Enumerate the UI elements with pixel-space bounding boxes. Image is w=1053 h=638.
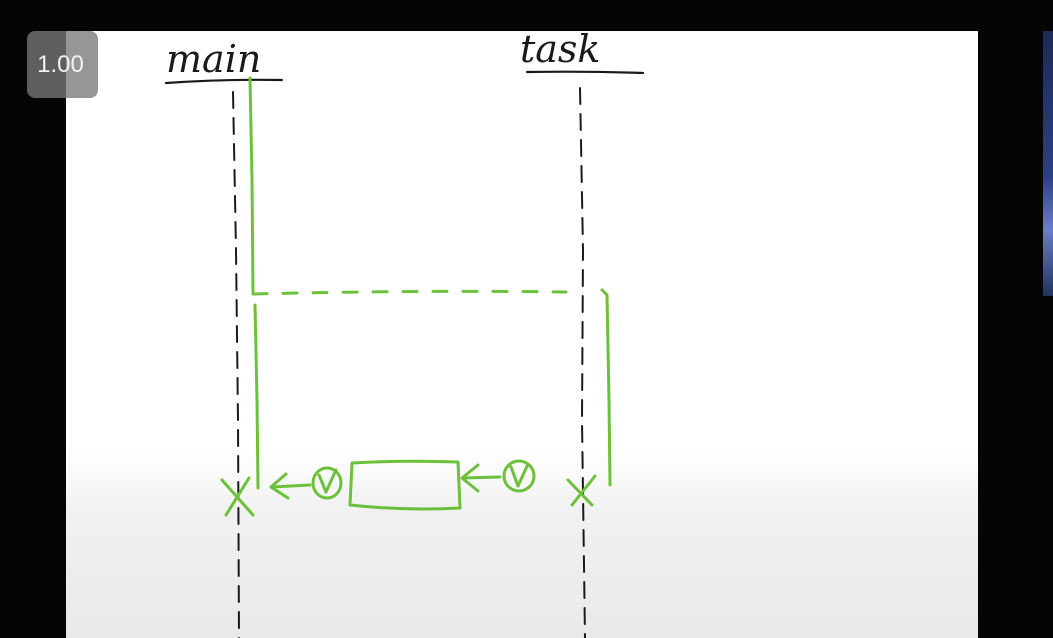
main-activation-bar-top: [248, 76, 255, 294]
task-lifeline: [579, 87, 586, 638]
lifeline-label-main: main: [166, 37, 261, 81]
spawn-message-dashed: [251, 289, 568, 296]
task-label-underline: [525, 70, 645, 75]
playback-speed-badge[interactable]: 1.00: [27, 31, 98, 98]
x-mark-icon: [566, 474, 597, 507]
rectangle-box-icon: [348, 459, 462, 511]
main-activation-bar-bottom: [253, 303, 260, 490]
circled-check-icon: [502, 459, 536, 493]
main-lifeline: [232, 91, 240, 638]
task-activation-bar: [600, 288, 612, 487]
arrow-left-icon: [269, 472, 312, 500]
circled-check-icon: [311, 466, 343, 500]
lifeline-label-task: task: [520, 27, 600, 71]
main-label-underline: [164, 78, 284, 85]
x-mark-icon: [220, 476, 255, 517]
arrow-left-icon: [460, 463, 502, 493]
whiteboard: [66, 31, 978, 638]
adjacent-window-edge: [1043, 31, 1053, 296]
